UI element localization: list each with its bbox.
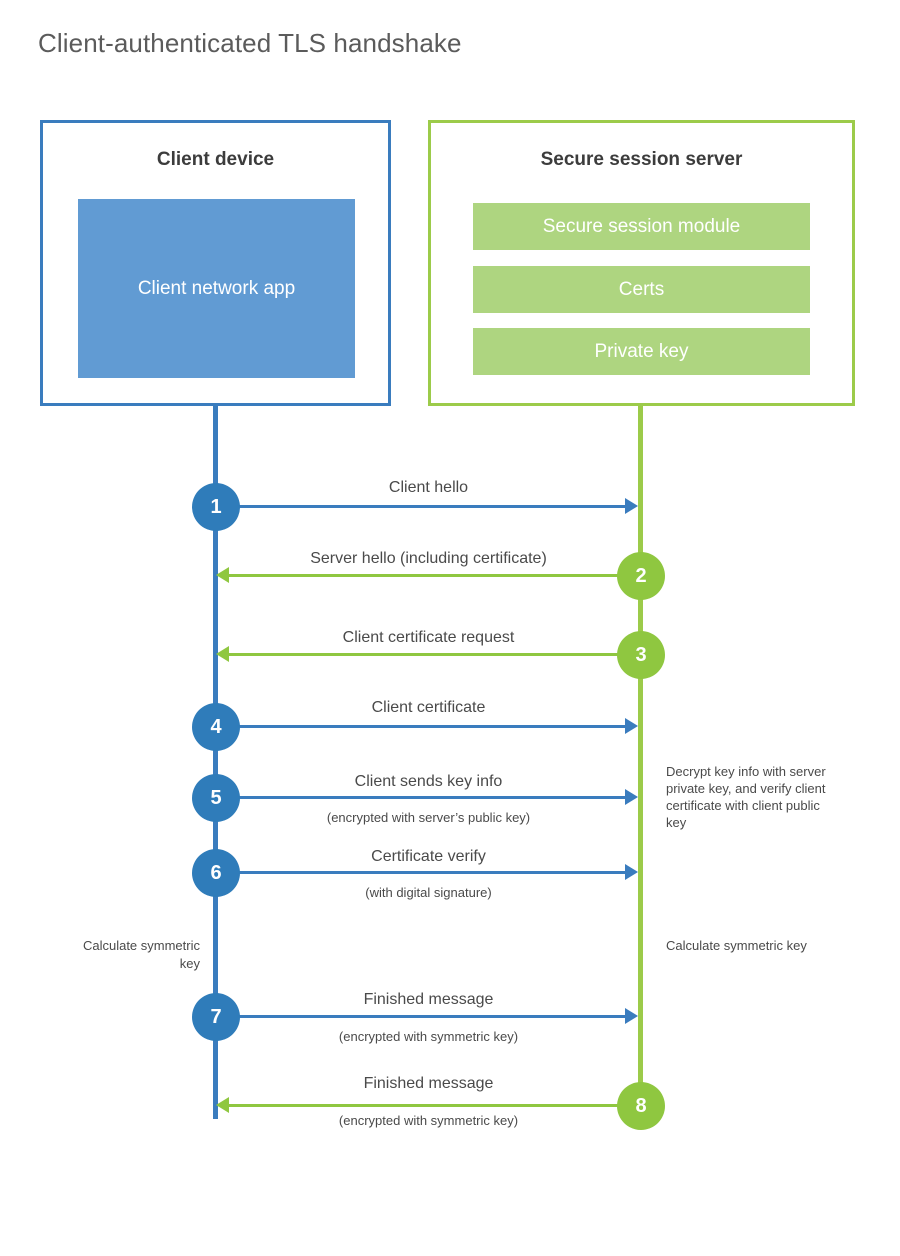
server-decrypt-note: Decrypt key info with server private key… (666, 764, 826, 830)
client-network-app-label: Client network app (137, 277, 296, 299)
step-4-circle[interactable]: 4 (192, 703, 240, 751)
arrow-head-left-icon (216, 567, 229, 583)
step-8-label: Finished message (363, 1075, 494, 1092)
step-1-circle[interactable]: 1 (192, 483, 240, 531)
step-2-circle[interactable]: 2 (617, 552, 665, 600)
step-1-arrow-line (216, 505, 627, 508)
client-lifeline (213, 403, 218, 1119)
step-6-label: Certificate verify (371, 848, 486, 865)
step-3-number: 3 (635, 643, 647, 666)
step-8-arrow-line (228, 1104, 638, 1107)
client-device-box: Client device Client network app (40, 120, 391, 406)
step-5-number: 5 (210, 786, 222, 809)
step-4-number: 4 (210, 715, 222, 738)
step-5-label: Client sends key info (354, 773, 503, 790)
page-title: Client-authenticated TLS handshake (38, 28, 462, 58)
step-8-sublabel: (encrypted with symmetric key) (338, 1113, 519, 1128)
step-3-circle[interactable]: 3 (617, 631, 665, 679)
step-4-label: Client certificate (371, 699, 486, 716)
step-6-circle[interactable]: 6 (192, 849, 240, 897)
client-network-app-block: Client network app (78, 199, 355, 378)
server-component-secure-session-module: Secure session module (473, 203, 810, 250)
step-5-arrow-line (216, 796, 627, 799)
step-3-label: Client certificate request (342, 629, 515, 646)
arrow-head-right-icon (625, 1008, 638, 1024)
server-component-label: Certs (618, 278, 665, 300)
server-component-certs: Certs (473, 266, 810, 313)
server-component-label: Secure session module (542, 215, 741, 237)
secure-session-server-box: Secure session server Secure session mod… (428, 120, 855, 406)
step-3-arrow-line (228, 653, 638, 656)
step-7-arrow-line (216, 1015, 627, 1018)
step-4-arrow-line (216, 725, 627, 728)
arrow-head-left-icon (216, 646, 229, 662)
step-5-circle[interactable]: 5 (192, 774, 240, 822)
step-8-circle[interactable]: 8 (617, 1082, 665, 1130)
arrow-head-right-icon (625, 498, 638, 514)
server-calculate-symmetric-key-note: Calculate symmetric key (666, 938, 807, 953)
step-7-circle[interactable]: 7 (192, 993, 240, 1041)
step-7-label: Finished message (363, 991, 494, 1008)
arrow-head-left-icon (216, 1097, 229, 1113)
step-1-number: 1 (210, 495, 222, 518)
step-2-number: 2 (635, 564, 647, 587)
step-8-number: 8 (635, 1094, 647, 1117)
step-2-arrow-line (228, 574, 638, 577)
client-calculate-symmetric-key-note: Calculate symmetric key (82, 938, 200, 971)
step-2-label: Server hello (including certificate) (310, 550, 547, 567)
step-6-sublabel: (with digital signature) (365, 885, 492, 900)
client-device-title: Client device (156, 149, 275, 170)
server-lifeline (638, 403, 643, 1108)
arrow-head-right-icon (625, 789, 638, 805)
step-7-sublabel: (encrypted with symmetric key) (338, 1029, 519, 1044)
step-5-sublabel: (encrypted with server’s public key) (326, 810, 531, 825)
secure-session-server-title: Secure session server (540, 149, 743, 170)
arrow-head-right-icon (625, 718, 638, 734)
step-7-number: 7 (210, 1005, 222, 1028)
step-1-label: Client hello (388, 479, 469, 496)
step-6-number: 6 (210, 861, 222, 884)
arrow-head-right-icon (625, 864, 638, 880)
step-6-arrow-line (216, 871, 627, 874)
server-component-label: Private key (594, 340, 689, 362)
server-component-private-key: Private key (473, 328, 810, 375)
